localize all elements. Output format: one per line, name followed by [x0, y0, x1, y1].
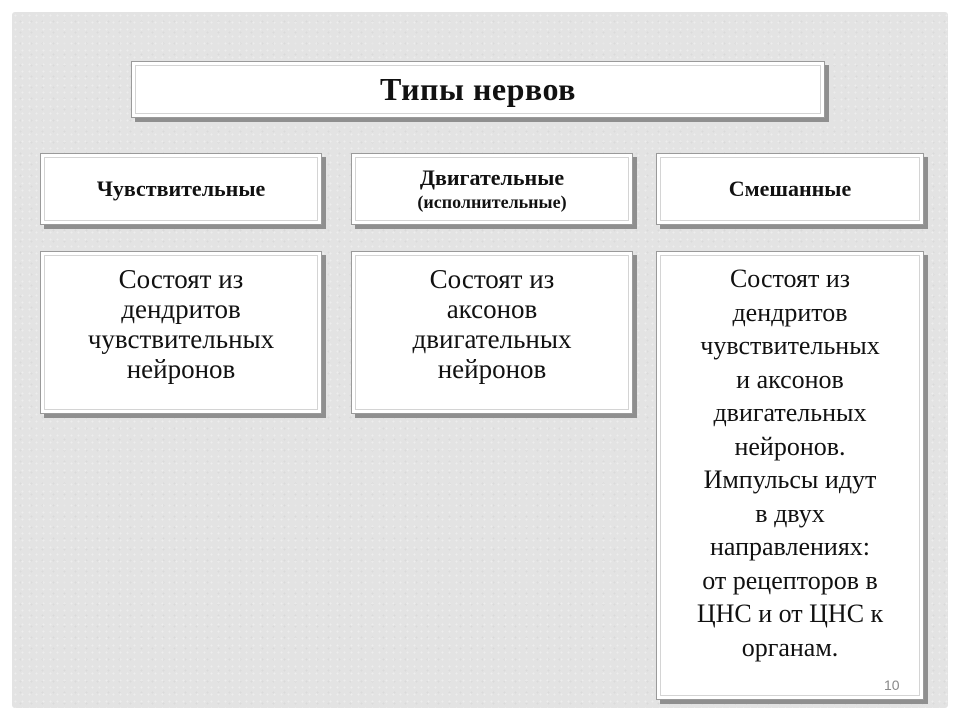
description-mixed: Состоят из дендритов чувствительных и ак… — [656, 251, 924, 700]
description-line: ЦНС и от ЦНС к — [696, 599, 884, 628]
description-motor: Состоят из аксонов двигательных нейронов — [351, 251, 633, 414]
description-line: Состоят из — [729, 264, 851, 293]
description-line: двигательных — [412, 324, 572, 354]
description-line: направлениях: — [709, 532, 871, 561]
heading-text: Двигательные — [419, 165, 565, 190]
description-line: органам. — [741, 632, 839, 662]
heading-subtext: (исполнительные) — [417, 192, 567, 212]
description-line: нейронов. — [734, 431, 846, 461]
category-heading-motor: Двигательные (исполнительные) — [351, 153, 633, 225]
description-line: Импульсы идут — [703, 465, 877, 494]
description-line: чувствительных — [700, 331, 880, 360]
description-line: аксонов — [446, 294, 538, 324]
description-sensory: Состоят из дендритов чувствительных нейр… — [40, 251, 322, 414]
description-line: двигательных — [713, 398, 867, 427]
page-number: 10 — [884, 677, 900, 693]
description-line: нейронов — [126, 354, 236, 384]
description-line: Состоят из — [429, 264, 555, 294]
description-line: дендритов — [121, 294, 241, 324]
heading-text: Чувствительные — [96, 176, 266, 201]
diagram-title: Типы нервов — [131, 61, 825, 118]
description-line: от рецепторов в — [702, 565, 878, 595]
category-heading-sensory: Чувствительные — [40, 153, 322, 225]
title-text: Типы нервов — [380, 71, 576, 107]
description-line: и аксонов — [736, 364, 844, 394]
description-line: дендритов — [732, 297, 848, 327]
heading-text: Смешанные — [728, 176, 852, 201]
description-line: в двух — [755, 498, 825, 528]
description-line: нейронов — [437, 354, 547, 384]
category-heading-mixed: Смешанные — [656, 153, 924, 225]
description-line: чувствительных — [87, 324, 275, 354]
description-line: Состоят из — [118, 264, 244, 294]
